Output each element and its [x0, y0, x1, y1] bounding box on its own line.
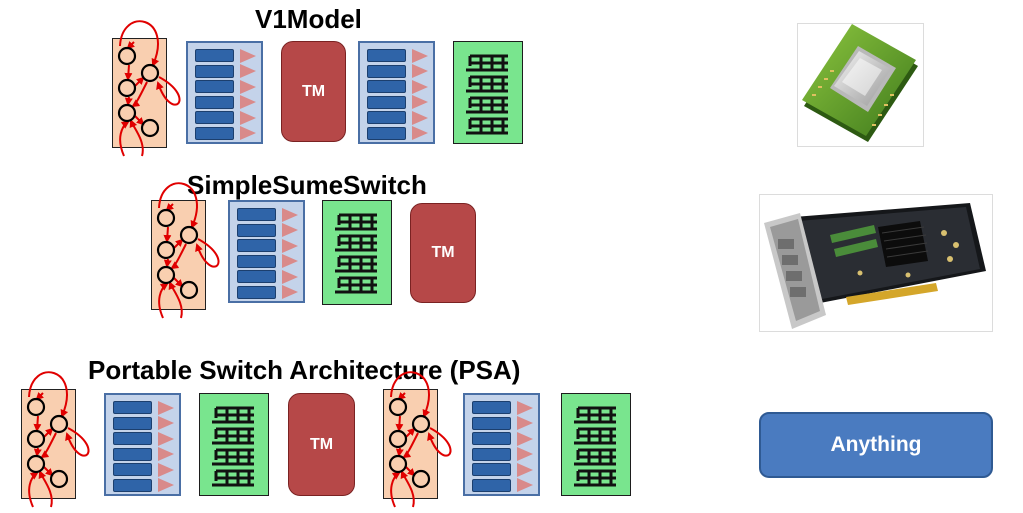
psa-title: Portable Switch Architecture (PSA)	[88, 355, 521, 385]
table-entry	[367, 49, 406, 62]
table-entry	[195, 95, 234, 109]
table-entry	[237, 270, 276, 283]
table-entry	[237, 285, 276, 299]
table-entry	[237, 239, 276, 252]
cpu-chip-icon	[802, 24, 918, 142]
deparser-block	[322, 200, 392, 305]
table-entry	[367, 64, 406, 78]
action-arrow	[517, 447, 533, 461]
action-arrow	[240, 95, 256, 109]
action-arrow	[158, 478, 174, 492]
action-arrow	[412, 110, 428, 125]
action-arrow	[282, 238, 298, 253]
table-entry	[195, 111, 234, 124]
match-action-block	[186, 41, 263, 144]
deparser-icon	[335, 213, 377, 294]
table-entry	[472, 401, 511, 414]
action-arrow	[240, 64, 256, 78]
table-entry	[113, 447, 152, 461]
deparser-block	[453, 41, 523, 144]
traffic-manager-block: TM	[410, 203, 476, 303]
table-entry	[237, 208, 276, 221]
action-arrow	[240, 126, 256, 140]
table-entry	[472, 463, 511, 476]
table-entry	[113, 432, 152, 445]
action-arrow	[517, 462, 533, 477]
table-entry	[113, 416, 152, 430]
table-entry	[367, 111, 406, 124]
action-arrow	[517, 431, 533, 446]
parser-block	[21, 389, 76, 499]
table-entry	[195, 49, 234, 62]
table-entry	[367, 95, 406, 109]
table-entry	[195, 126, 234, 140]
action-arrow	[240, 79, 256, 94]
anything-target-box: Anything	[759, 412, 993, 478]
action-arrow	[412, 126, 428, 140]
deparser-block	[199, 393, 269, 496]
deparser-icon	[574, 406, 616, 487]
action-arrow	[517, 416, 533, 430]
parser-block	[383, 389, 438, 499]
simplesume-title: SimpleSumeSwitch	[187, 170, 427, 200]
table-entry	[237, 254, 276, 268]
table-entry	[195, 64, 234, 78]
traffic-manager-block: TM	[288, 393, 355, 496]
deparser-block	[561, 393, 631, 496]
table-entry	[472, 416, 511, 430]
action-arrow	[412, 79, 428, 94]
table-entry	[472, 432, 511, 445]
action-arrow	[158, 462, 174, 477]
deparser-icon	[212, 406, 254, 487]
action-arrow	[158, 447, 174, 461]
table-entry	[367, 80, 406, 93]
action-arrow	[158, 416, 174, 430]
table-entry	[195, 80, 234, 93]
action-arrow	[240, 48, 256, 63]
table-entry	[472, 478, 511, 492]
action-arrow	[282, 207, 298, 222]
match-action-block	[463, 393, 540, 496]
deparser-icon	[466, 54, 508, 135]
traffic-manager-block: TM	[281, 41, 346, 142]
action-arrow	[240, 110, 256, 125]
action-arrow	[517, 478, 533, 492]
match-action-block	[228, 200, 305, 303]
fpga-board-image	[759, 194, 993, 332]
action-arrow	[158, 431, 174, 446]
table-entry	[113, 401, 152, 414]
action-arrow	[158, 400, 174, 415]
action-arrow	[282, 254, 298, 268]
action-arrow	[412, 64, 428, 78]
action-arrow	[282, 223, 298, 237]
table-entry	[113, 463, 152, 476]
parser-block	[112, 38, 167, 148]
v1model-title: V1Model	[255, 4, 362, 34]
table-entry	[472, 447, 511, 461]
action-arrow	[282, 269, 298, 284]
match-action-block	[358, 41, 435, 144]
parser-block	[151, 200, 206, 310]
fpga-board-icon	[764, 203, 986, 329]
action-arrow	[412, 48, 428, 63]
action-arrow	[412, 95, 428, 109]
table-entry	[113, 478, 152, 492]
table-entry	[367, 126, 406, 140]
action-arrow	[517, 400, 533, 415]
cpu-chip-image	[797, 23, 924, 147]
match-action-block	[104, 393, 181, 496]
action-arrow	[282, 285, 298, 299]
table-entry	[237, 223, 276, 237]
